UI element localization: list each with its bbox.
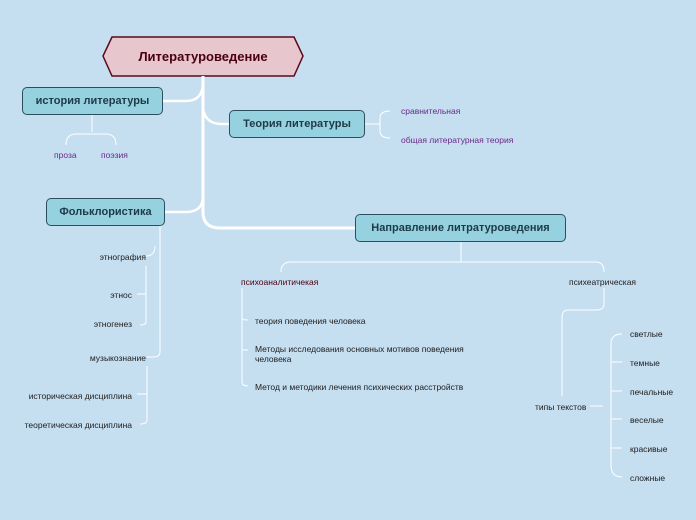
node-theory-label: Теория литературы xyxy=(243,118,351,130)
leaf-psychoanalytic-research-methods[interactable]: Методы исследования основных мотивов пов… xyxy=(255,344,464,364)
leaf-text-types[interactable]: типы текстов xyxy=(535,402,587,412)
leaf-text-type-complex[interactable]: сложные xyxy=(630,473,666,483)
node-directions[interactable]: Направление литратуроведения xyxy=(355,214,566,242)
theory-children-connector xyxy=(365,110,391,139)
folklore-connector xyxy=(165,195,205,214)
text-types-children-connector xyxy=(590,333,623,478)
leaf-text-type-sad[interactable]: печальные xyxy=(630,387,674,397)
leaf-psychoanalytic-behavior-theory[interactable]: теория поведения человека xyxy=(255,316,366,326)
leaf-folklore-musicology[interactable]: музыкознание xyxy=(89,353,146,363)
folklore-children-connector xyxy=(137,225,161,425)
leaf-folklore-theoretical[interactable]: теоретическая дисциплина xyxy=(24,420,132,430)
history-children-connector xyxy=(65,115,117,146)
leaf-text-type-cheerful[interactable]: веселые xyxy=(630,415,664,425)
root-node[interactable]: Литературоведение xyxy=(102,36,304,76)
leaf-psychoanalytic[interactable]: психоаналитичекая xyxy=(241,277,319,287)
leaf-theory-general[interactable]: общая литературная теория xyxy=(401,135,514,145)
node-history-label: история литературы xyxy=(35,95,150,107)
node-theory[interactable]: Теория литературы xyxy=(229,110,365,138)
leaf-psychoanalytic-treatment-methods[interactable]: Метод и методики лечения психических рас… xyxy=(255,382,464,392)
leaf-text-type-light[interactable]: светлые xyxy=(630,329,663,339)
psychiatric-children-connector xyxy=(561,288,605,396)
leaf-psychiatric[interactable]: психеатрическая xyxy=(569,277,637,287)
leaf-history-poetry[interactable]: поэзия xyxy=(101,150,128,160)
leaf-folklore-ethnogenesis[interactable]: этногенез xyxy=(93,319,132,329)
node-directions-label: Направление литратуроведения xyxy=(371,222,550,234)
trunk-connector xyxy=(201,76,355,230)
root-node-label: Литературоведение xyxy=(138,48,268,64)
leaf-folklore-historical[interactable]: историческая дисциплина xyxy=(28,391,132,401)
root-node-shape[interactable] xyxy=(102,36,304,77)
leaf-folklore-ethnography[interactable]: этнография xyxy=(99,252,146,262)
node-folklore-label: Фольклористика xyxy=(59,206,152,218)
history-connector xyxy=(163,81,205,103)
node-history[interactable]: история литературы xyxy=(22,87,163,115)
theory-connector xyxy=(201,107,229,126)
leaf-text-type-dark[interactable]: темные xyxy=(630,358,660,368)
leaf-history-prose[interactable]: проза xyxy=(54,150,77,160)
node-folklore[interactable]: Фольклористика xyxy=(46,198,165,226)
leaf-folklore-ethnos[interactable]: этнос xyxy=(110,290,132,300)
leaf-theory-comparative[interactable]: сравнительная xyxy=(401,106,461,116)
psychoanalytic-children-connector xyxy=(241,288,249,387)
directions-split-connector xyxy=(280,242,605,273)
leaf-text-type-beautiful[interactable]: красивые xyxy=(630,444,668,454)
